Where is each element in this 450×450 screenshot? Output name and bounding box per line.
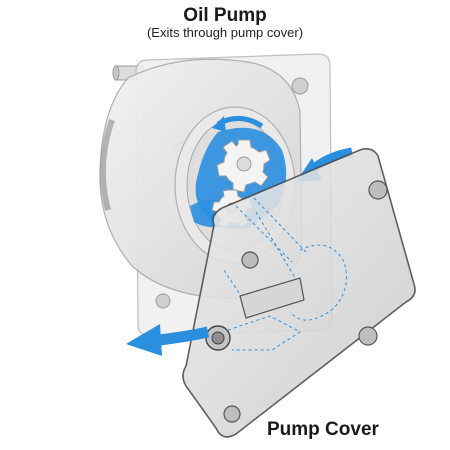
bolt-hole [241,251,259,269]
drive-gear-icon [216,139,271,193]
pump-cover-label: Pump Cover [267,419,379,440]
bolt-hole [368,180,388,200]
pump-cover [182,148,416,438]
oil-outlet-arrowhead-icon [126,324,162,356]
diagram-title: Oil Pump [183,5,267,26]
oil-outlet-arrow-icon [159,326,210,346]
bolt-hole [358,326,378,346]
rotation-arrowhead-icon [212,116,226,132]
diagram-subtitle: (Exits through pump cover) [146,25,304,40]
bolt-hole [223,405,241,423]
